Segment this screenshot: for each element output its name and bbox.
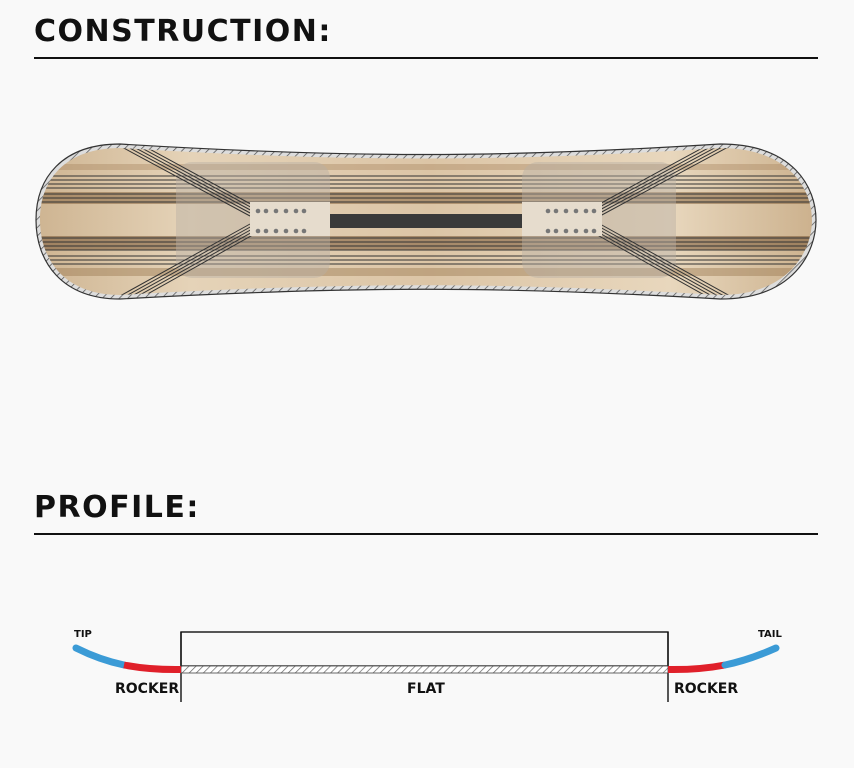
carbon-diagonals-tip bbox=[119, 148, 259, 295]
insert-pad-right bbox=[522, 202, 602, 236]
insert-holes-left bbox=[255, 208, 307, 234]
snowboard-construction-diagram bbox=[35, 143, 817, 300]
board-outline bbox=[35, 143, 817, 300]
stringer-lines bbox=[40, 175, 812, 265]
flat-label: FLAT bbox=[407, 681, 445, 697]
tip-label: TIP bbox=[74, 629, 92, 640]
flat-base bbox=[180, 665, 669, 674]
insert-pad-left bbox=[250, 202, 330, 236]
wood-grain-band bbox=[40, 268, 812, 276]
profile-rule bbox=[34, 533, 818, 535]
tail-label: TAIL bbox=[758, 629, 783, 640]
carbon-center-stripe bbox=[330, 214, 522, 228]
construction-rule bbox=[34, 57, 818, 59]
wood-grain-band bbox=[40, 164, 812, 170]
profile-heading: PROFILE: bbox=[34, 490, 200, 525]
snowboard-profile-diagram: TIP TAIL ROCKER FLAT ROCKER bbox=[72, 629, 783, 702]
rocker-left-curve bbox=[123, 661, 182, 674]
construction-heading: CONSTRUCTION: bbox=[34, 14, 332, 49]
rocker-right-label: ROCKER bbox=[674, 681, 738, 697]
tip-curve bbox=[72, 644, 128, 669]
insert-holes-right bbox=[545, 208, 597, 234]
flat-zone-box bbox=[180, 631, 669, 667]
carbon-diagonals-tail bbox=[591, 148, 731, 295]
rocker-left-label: ROCKER bbox=[115, 681, 179, 697]
tail-curve bbox=[721, 644, 780, 669]
rocker-right-curve bbox=[667, 661, 726, 674]
